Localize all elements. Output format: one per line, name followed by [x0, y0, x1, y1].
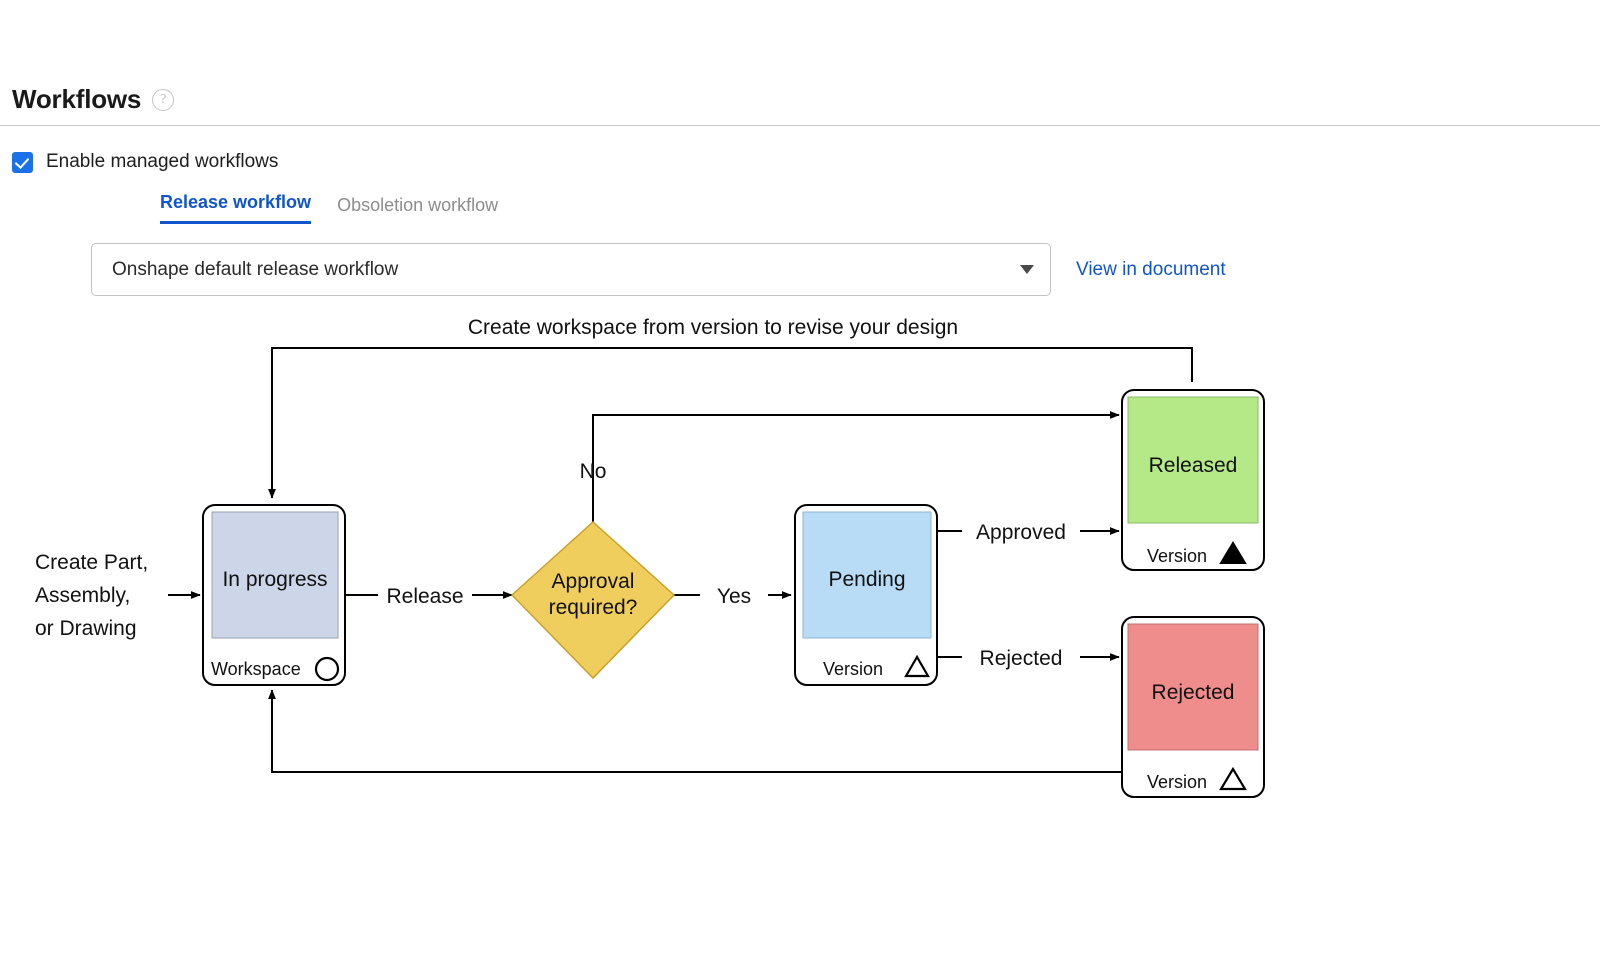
node-pending[interactable]: Pending Version — [794, 504, 938, 686]
workflow-select-value: Onshape default release workflow — [112, 258, 399, 280]
edge-label-yes: Yes — [717, 585, 751, 608]
svg-text:Assembly,: Assembly, — [35, 584, 130, 607]
triangle-filled-icon — [1219, 541, 1247, 564]
node-approval-required-label-line2: required? — [549, 596, 638, 619]
enable-managed-workflows-label: Enable managed workflows — [46, 151, 279, 172]
workflow-tabs: Release workflow Obsoletion workflow — [160, 192, 498, 224]
node-released[interactable]: Released Version — [1121, 389, 1265, 571]
tab-release-workflow[interactable]: Release workflow — [160, 192, 312, 224]
release-workflow-diagram: Create workspace from version to revise … — [0, 300, 1600, 860]
triangle-outline-icon — [1219, 766, 1247, 791]
diagram-caption: Create workspace from version to revise … — [468, 316, 958, 339]
node-in-progress-label: In progress — [222, 568, 327, 591]
tab-obsoletion-workflow[interactable]: Obsoletion workflow — [337, 195, 499, 215]
svg-text:or Drawing: or Drawing — [35, 617, 137, 640]
node-pending-label: Pending — [828, 568, 905, 591]
workflow-select[interactable]: Onshape default release workflow — [91, 243, 1051, 296]
edge-released-to-inprogress — [268, 347, 1193, 499]
node-released-sublabel: Version — [1147, 546, 1207, 566]
edge-label-approved: Approved — [976, 521, 1066, 544]
page-title: Workflows — [12, 83, 142, 114]
chevron-down-icon[interactable] — [1020, 265, 1034, 274]
workflow-select-row: Onshape default release workflow View in… — [91, 243, 1226, 296]
edge-label-release: Release — [386, 585, 463, 608]
svg-text:Create Part,: Create Part, — [35, 551, 148, 574]
node-pending-sublabel: Version — [823, 659, 883, 679]
node-in-progress[interactable]: In progress Workspace — [202, 504, 346, 686]
help-icon[interactable]: ? — [152, 88, 175, 111]
node-rejected-sublabel: Version — [1147, 772, 1207, 792]
edge-label-no: No — [580, 460, 607, 483]
triangle-outline-icon — [904, 654, 930, 678]
circle-outline-icon — [314, 656, 340, 682]
entry-label: Create Part, Assembly, or Drawing — [35, 551, 148, 640]
node-approval-required[interactable]: Approval required? — [510, 520, 676, 680]
node-approval-required-label-line1: Approval — [552, 570, 635, 593]
node-in-progress-sublabel: Workspace — [211, 659, 301, 679]
edge-approval-no-to-released — [592, 411, 1120, 522]
node-rejected[interactable]: Rejected Version — [1121, 616, 1265, 798]
edge-rejected-to-inprogress — [268, 689, 1122, 773]
node-rejected-label: Rejected — [1152, 681, 1235, 704]
node-released-label: Released — [1149, 454, 1238, 477]
edge-label-rejected: Rejected — [980, 647, 1063, 670]
release-workflow-svg: Create workspace from version to revise … — [35, 316, 1265, 798]
enable-managed-workflows-row[interactable]: Enable managed workflows — [12, 151, 278, 173]
enable-managed-workflows-checkbox[interactable] — [12, 151, 33, 173]
view-in-document-link[interactable]: View in document — [1076, 258, 1226, 280]
page-header: Workflows ? — [0, 72, 1600, 126]
